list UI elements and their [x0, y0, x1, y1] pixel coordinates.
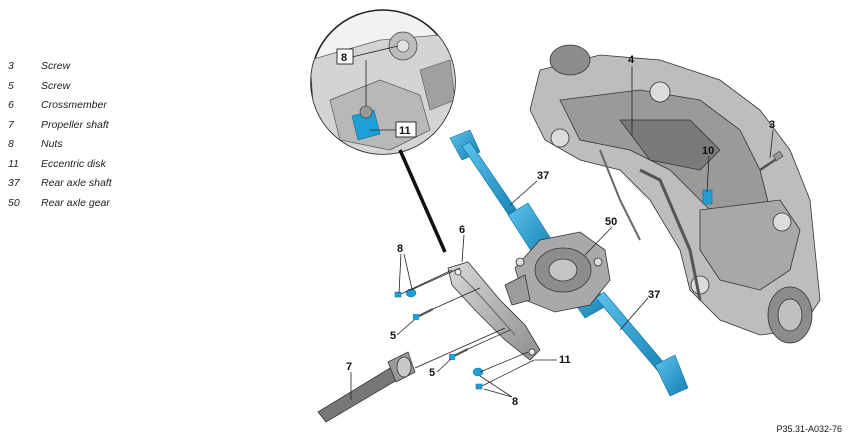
figure-reference: P35.31-A032-76 — [776, 424, 842, 434]
legend-row: 6 Crossmember — [8, 99, 198, 119]
legend-row: 37 Rear axle shaft — [8, 177, 198, 197]
legend-number: 50 — [8, 196, 20, 209]
callout-6: 6 — [459, 224, 465, 236]
detail-view — [310, 9, 456, 155]
assembly-lines — [400, 267, 535, 387]
legend-label: Nuts — [41, 138, 63, 150]
legend-label: Crossmember — [41, 99, 107, 111]
screw-5-lower — [449, 348, 469, 360]
legend-label: Screw — [41, 60, 71, 72]
legend-row: 50 Rear axle gear — [8, 197, 198, 217]
legend-label: Eccentric disk — [41, 157, 106, 170]
screw-5-upper — [413, 308, 434, 320]
callout-37-upper: 37 — [537, 170, 549, 182]
legend-number: 6 — [8, 99, 14, 111]
bolt-highlight-10 — [702, 189, 713, 205]
legend-row: 11 Eccentric disk — [8, 158, 198, 178]
rear-axle-shaft-upper — [449, 129, 556, 258]
legend-number: 5 — [8, 79, 14, 92]
callout-11: 11 — [559, 354, 571, 366]
callout-5-lower: 5 — [429, 367, 435, 379]
legend-number: 11 — [8, 157, 19, 170]
detail-callout-8-box — [336, 48, 354, 65]
legend-label: Screw — [41, 79, 71, 92]
callout-8-left: 8 — [397, 243, 403, 255]
callout-37-lower: 37 — [648, 289, 660, 301]
detail-callout-11: 11 — [399, 125, 411, 137]
callout-7: 7 — [346, 361, 352, 373]
propeller-shaft — [317, 351, 416, 423]
callout-8-bottom: 8 — [512, 396, 518, 408]
callout-3: 3 — [769, 119, 775, 131]
legend-label: Rear axle gear — [41, 196, 110, 209]
callout-50: 50 — [605, 216, 617, 228]
crossmember — [447, 261, 541, 361]
detail-callout-11-box — [395, 121, 417, 138]
rear-axle-carrier — [529, 44, 821, 344]
screw-3 — [759, 150, 784, 172]
legend-number: 8 — [8, 138, 14, 150]
legend-label: Propeller shaft — [41, 118, 109, 131]
legend-label: Rear axle shaft — [41, 177, 112, 189]
legend-row: 8 Nuts — [8, 138, 198, 158]
eccentric-disks-bottom — [472, 367, 484, 390]
legend-number: 7 — [8, 118, 14, 131]
legend-number: 37 — [8, 177, 20, 189]
detail-callout-8: 8 — [341, 52, 347, 64]
nuts-8-left — [394, 288, 417, 298]
legend-row: 3 Screw — [8, 60, 198, 80]
callout-10: 10 — [702, 145, 714, 157]
legend-row: 5 Screw — [8, 80, 198, 100]
legend-number: 3 — [8, 60, 14, 72]
callout-5-upper: 5 — [390, 330, 396, 342]
leader-lines — [350, 66, 774, 400]
legend-row: 7 Propeller shaft — [8, 119, 198, 139]
callout-4: 4 — [628, 54, 635, 66]
detail-pointer — [398, 149, 447, 253]
rear-axle-gear — [504, 231, 611, 313]
